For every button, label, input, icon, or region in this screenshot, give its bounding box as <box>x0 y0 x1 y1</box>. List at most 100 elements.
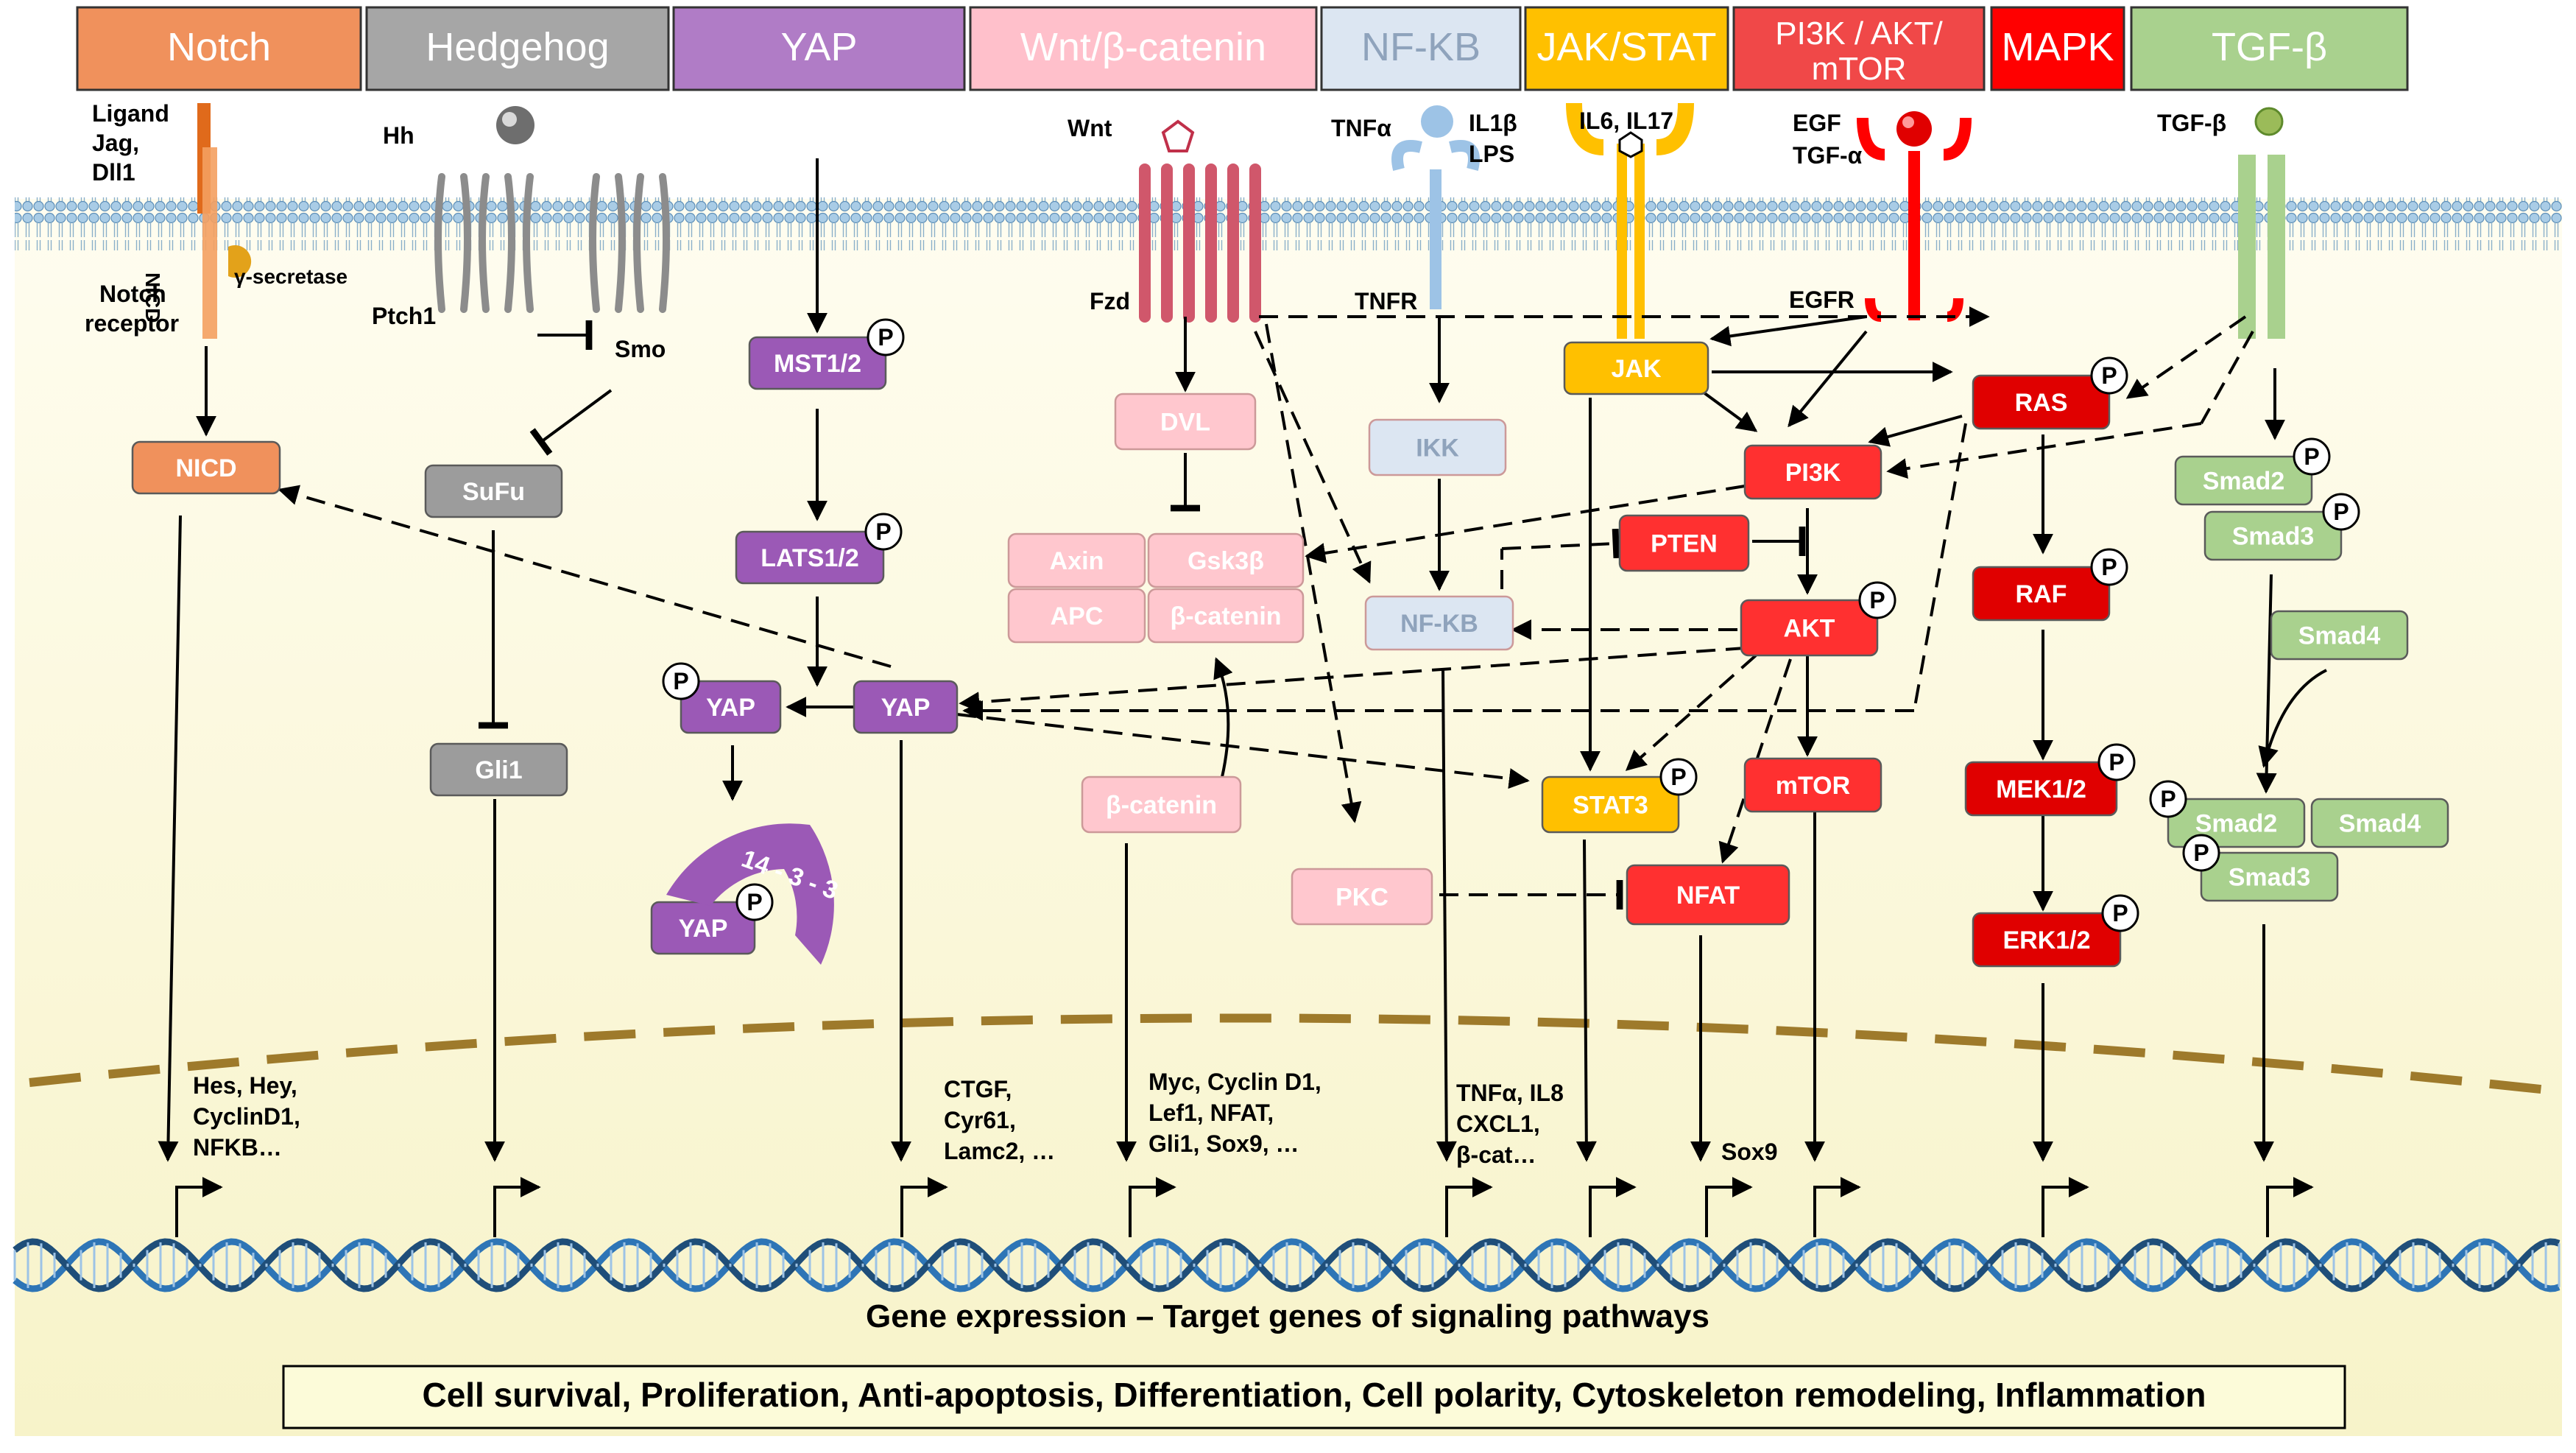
nfkb-genes-2: CXCL1, <box>1456 1111 1540 1137</box>
nuclear-envelope <box>29 1013 2548 1094</box>
notch-ligand-label-1: Ligand <box>92 100 169 127</box>
node-label-yap: YAP <box>881 694 931 722</box>
header-yap <box>672 6 966 91</box>
yap-genes-3: Lamc2, … <box>944 1138 1055 1164</box>
node-nfat: NFAT <box>1626 864 1790 926</box>
outcomes-text: Cell survival, Proliferation, Anti-apopt… <box>422 1376 2206 1414</box>
cytoplasm <box>15 199 2562 1436</box>
notch-genes-3: NFKB… <box>193 1134 282 1161</box>
node-label-jak: JAK <box>1611 355 1661 383</box>
node-pi3k: PI3K <box>1743 444 1882 500</box>
node-label-nfkb: NF-KB <box>1400 610 1478 638</box>
header-notch <box>76 6 362 91</box>
node-akt: AKT P <box>1740 581 1896 657</box>
phospho-label: P <box>747 889 762 915</box>
phospho-marker <box>735 883 774 921</box>
node-mek12: MEK1/2P <box>1964 743 2136 817</box>
header-nfkb <box>1320 6 1522 91</box>
node-yap-p: YAP P <box>662 662 782 734</box>
phospho-label: P <box>2101 554 2117 580</box>
node-nfkb: NF-KB <box>1364 595 1514 651</box>
header-wnt <box>969 6 1318 91</box>
node-label-dvl: DVL <box>1160 409 1210 437</box>
node-bcat-complex: β-catenin <box>1147 588 1305 644</box>
phospho-label: P <box>1869 587 1885 613</box>
ptch1-label: Ptch1 <box>372 303 436 329</box>
header-tgfb <box>2130 6 2409 91</box>
node-label-stat3: STAT3 <box>1573 792 1648 820</box>
phospho-label: P <box>2304 443 2319 470</box>
fzd-receptor <box>1139 119 1261 323</box>
node-smad4c: Smad4 <box>2310 798 2449 848</box>
outcomes-box: Cell survival, Proliferation, Anti-apopt… <box>282 1365 2346 1429</box>
cell-membrane <box>15 197 2562 250</box>
node-label-akt: AKT <box>1784 615 1835 643</box>
tgfb-label: TGF-β <box>2157 110 2226 136</box>
node-label-smad3: Smad3 <box>2232 523 2315 551</box>
node-label-smad2: Smad2 <box>2203 468 2285 496</box>
phospho-marker <box>2090 548 2128 586</box>
node-dvl: DVL <box>1114 393 1257 451</box>
node-label-sufu: SuFu <box>462 478 525 506</box>
yap-genes-2: Cyr61, <box>944 1107 1016 1133</box>
phospho-marker <box>1858 581 1896 619</box>
node-label-yap-p: YAP <box>706 694 755 722</box>
header-label-jakstat: JAK/STAT <box>1536 25 1716 69</box>
transcription-start-sites <box>175 1177 2314 1237</box>
phospho-marker <box>2090 356 2128 395</box>
smo-receptor <box>589 173 670 313</box>
phospho-marker <box>662 662 700 700</box>
nfkb-genes-1: TNFα, IL8 <box>1456 1080 1564 1106</box>
phospho-label: P <box>673 668 688 694</box>
il6-receptor <box>1566 102 1694 339</box>
node-label-pi3k: PI3K <box>1785 459 1841 487</box>
header-label-tgfb: TGF-β <box>2212 25 2327 69</box>
notch-ligand-label-3: Dll1 <box>92 159 135 186</box>
header-jakstat <box>1524 6 1729 91</box>
node-mst12: MST1/2 P <box>748 318 905 390</box>
phospho-marker <box>864 513 903 551</box>
phospho-marker <box>2149 780 2187 818</box>
tnfa-label: TNFα <box>1331 115 1391 141</box>
node-label-pten: PTEN <box>1651 530 1718 558</box>
header-mapk <box>1990 6 2125 91</box>
node-label-smad4: Smad4 <box>2298 622 2381 650</box>
egfr-receptor <box>1857 111 1972 322</box>
node-label-pkc: PKC <box>1335 884 1388 912</box>
node-apc: APC <box>1007 588 1146 644</box>
node-smad2: Smad2 P <box>2174 437 2331 506</box>
phospho-label: P <box>878 324 893 351</box>
egf-label: EGF <box>1793 110 1841 136</box>
hh-label: Hh <box>383 122 414 149</box>
gene-expression-caption: Gene expression – Target genes of signal… <box>866 1298 1709 1334</box>
dna-helix <box>13 1238 2561 1292</box>
node-smad4: Smad4 <box>2270 610 2409 661</box>
wnt-label: Wnt <box>1068 115 1112 141</box>
node-label-mst12: MST1/2 <box>774 350 861 378</box>
node-label-erk12: ERK1/2 <box>2002 926 2090 954</box>
notch-receptor-label-2: receptor <box>85 310 179 337</box>
node-label-ikk: IKK <box>1416 435 1459 462</box>
node-pkc: PKC <box>1291 868 1433 926</box>
node-nicd: NICD <box>131 440 281 495</box>
header-label-hedgehog: Hedgehog <box>426 25 609 69</box>
il1b-label: IL1β <box>1469 110 1517 136</box>
pathway-edges <box>158 158 2327 1162</box>
header-label-pi3k-2: mTOR <box>1812 51 1907 87</box>
tnfr-label: TNFR <box>1355 288 1417 314</box>
phospho-marker <box>2182 834 2220 872</box>
ptch1-receptor <box>434 106 534 313</box>
egfr-label: EGFR <box>1789 286 1855 313</box>
node-label-axin: Axin <box>1050 547 1104 575</box>
tgfa-label: TGF-α <box>1793 142 1863 169</box>
nfat-genes-1: Sox9 <box>1721 1139 1777 1165</box>
phospho-label: P <box>2109 749 2124 775</box>
notch-genes-1: Hes, Hey, <box>193 1072 297 1099</box>
node-label-gli1: Gli1 <box>475 756 522 784</box>
